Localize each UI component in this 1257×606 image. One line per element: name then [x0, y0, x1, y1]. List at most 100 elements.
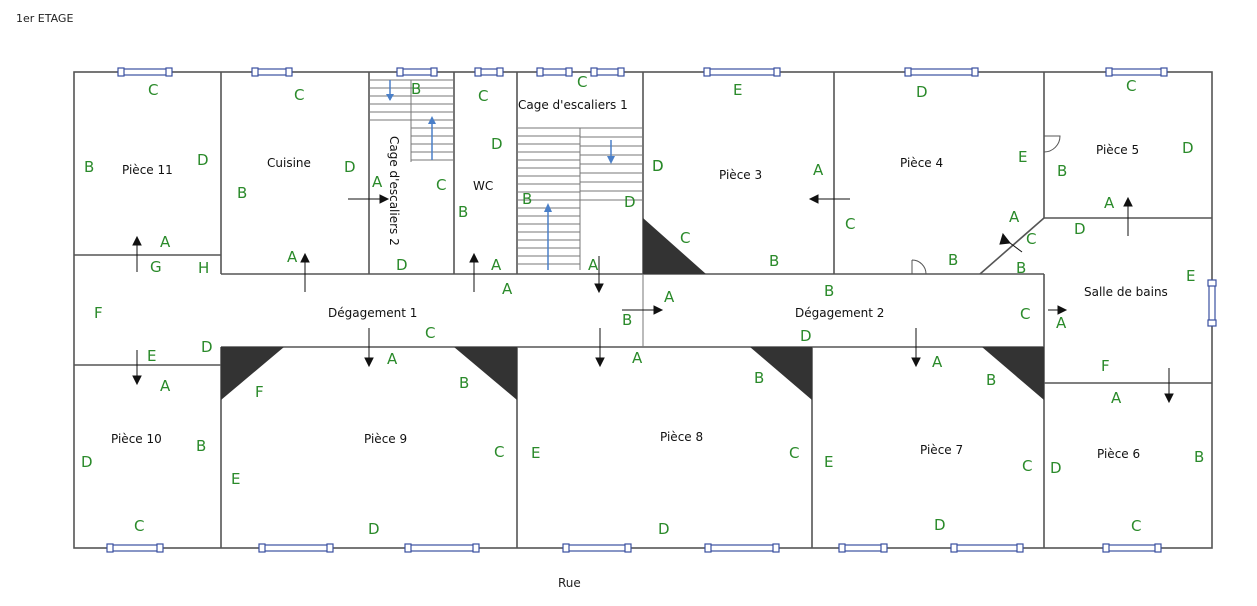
windows-top	[117, 67, 1168, 77]
wall-letter: C	[478, 87, 488, 105]
wall-letter: D	[934, 516, 946, 534]
room-label-piece7: Pièce 7	[920, 443, 963, 457]
wall-letter: B	[1057, 162, 1067, 180]
corner-block-p9-right	[454, 347, 517, 400]
wall-letter: A	[1056, 314, 1067, 332]
wall-letter: C	[845, 215, 855, 233]
room-label-piece5: Pièce 5	[1096, 143, 1139, 157]
wall-letter: B	[769, 252, 779, 270]
wall-letter: E	[147, 347, 156, 365]
corner-block-p7	[982, 347, 1044, 400]
direction-arrows	[132, 194, 1174, 404]
wall-letter: D	[491, 135, 503, 153]
page-title: 1er ETAGE	[16, 12, 74, 25]
doors	[911, 135, 1061, 275]
wall-letter: D	[1050, 459, 1062, 477]
room-label-piece4: Pièce 4	[900, 156, 943, 170]
wall-letter: E	[733, 81, 742, 99]
wall-letter: C	[148, 81, 158, 99]
wall-letter: C	[1026, 230, 1036, 248]
wall-letter: B	[84, 158, 94, 176]
wall-letter: A	[160, 233, 171, 251]
corner-block-p3	[643, 218, 706, 274]
room-label-cage2: Cage d'escaliers 2	[387, 136, 401, 246]
staircase-2	[369, 79, 454, 162]
wall-letter: D	[81, 453, 93, 471]
wall-letter: B	[458, 203, 468, 221]
wall-letter: C	[577, 73, 587, 91]
wall-letter: D	[916, 83, 928, 101]
wall-letter: G	[150, 258, 162, 276]
room-label-sdb: Salle de bains	[1084, 285, 1168, 299]
wall-letter: D	[396, 256, 408, 274]
wall-letter: D	[201, 338, 213, 356]
wall-letter: B	[459, 374, 469, 392]
staircase-1	[517, 127, 643, 270]
wall-letter: C	[1020, 305, 1030, 323]
wall-letter: B	[754, 369, 764, 387]
wall-letter: A	[1111, 389, 1122, 407]
wall-letter: B	[411, 80, 421, 98]
wall-letter: D	[624, 193, 636, 211]
wall-letter: C	[294, 86, 304, 104]
wall-letter: D	[368, 520, 380, 538]
wall-letter: B	[1194, 448, 1204, 466]
wall-letter: A	[502, 280, 513, 298]
wall-letter: E	[531, 444, 540, 462]
street-label: Rue	[558, 576, 581, 590]
wall-letter: D	[800, 327, 812, 345]
wall-letter: B	[948, 251, 958, 269]
wall-letter: F	[255, 383, 264, 401]
wall-letter: A	[632, 349, 643, 367]
room-label-piece6: Pièce 6	[1097, 447, 1140, 461]
wall-letter: E	[824, 453, 833, 471]
wall-letter: A	[1104, 194, 1115, 212]
room-label-piece9: Pièce 9	[364, 432, 407, 446]
wall-letter: B	[522, 190, 532, 208]
wall-letter: A	[372, 173, 383, 191]
wall-letter: A	[1009, 208, 1020, 226]
wall-letter: D	[1074, 220, 1086, 238]
wall-letter: C	[436, 176, 446, 194]
wall-letter: B	[1016, 259, 1026, 277]
wall-letter: A	[491, 256, 502, 274]
wall-letter: C	[1126, 77, 1136, 95]
room-label-wc: WC	[473, 179, 493, 193]
wall-letter: B	[986, 371, 996, 389]
wall-p4-diagonal	[979, 217, 1045, 275]
wall-letter: C	[1022, 457, 1032, 475]
wall-letter: A	[588, 256, 599, 274]
wall-letter: C	[680, 229, 690, 247]
wall-letter: C	[789, 444, 799, 462]
wall-letter: D	[197, 151, 209, 169]
wall-letter: C	[494, 443, 504, 461]
wall-letter: H	[198, 259, 209, 277]
wall-letter: D	[344, 158, 356, 176]
wall-letter: E	[1186, 267, 1195, 285]
wall-letter: C	[134, 517, 144, 535]
window-right	[1207, 279, 1217, 327]
room-label-deg1: Dégagement 1	[328, 306, 417, 320]
wall-letter: D	[652, 157, 664, 175]
wall-letter: E	[231, 470, 240, 488]
room-label-cuisine: Cuisine	[267, 156, 311, 170]
wall-letter: D	[652, 157, 664, 175]
wall-letter: E	[1018, 148, 1027, 166]
wall-letter: C	[1131, 517, 1141, 535]
wall-letter: A	[387, 350, 398, 368]
room-label-piece8: Pièce 8	[660, 430, 703, 444]
room-label-piece3: Pièce 3	[719, 168, 762, 182]
wall-letter: A	[664, 288, 675, 306]
room-label-piece10: Pièce 10	[111, 432, 162, 446]
corner-block-p9-left	[221, 347, 284, 400]
corner-block-p8	[750, 347, 812, 400]
wall-letter: B	[824, 282, 834, 300]
wall-letter: D	[1182, 139, 1194, 157]
room-label-piece11: Pièce 11	[122, 163, 173, 177]
wall-letter: F	[1101, 357, 1110, 375]
wall-letter: A	[813, 161, 824, 179]
room-label-cage1: Cage d'escaliers 1	[518, 98, 628, 112]
wall-letter: A	[932, 353, 943, 371]
room-label-deg2: Dégagement 2	[795, 306, 884, 320]
wall-letter: B	[622, 311, 632, 329]
